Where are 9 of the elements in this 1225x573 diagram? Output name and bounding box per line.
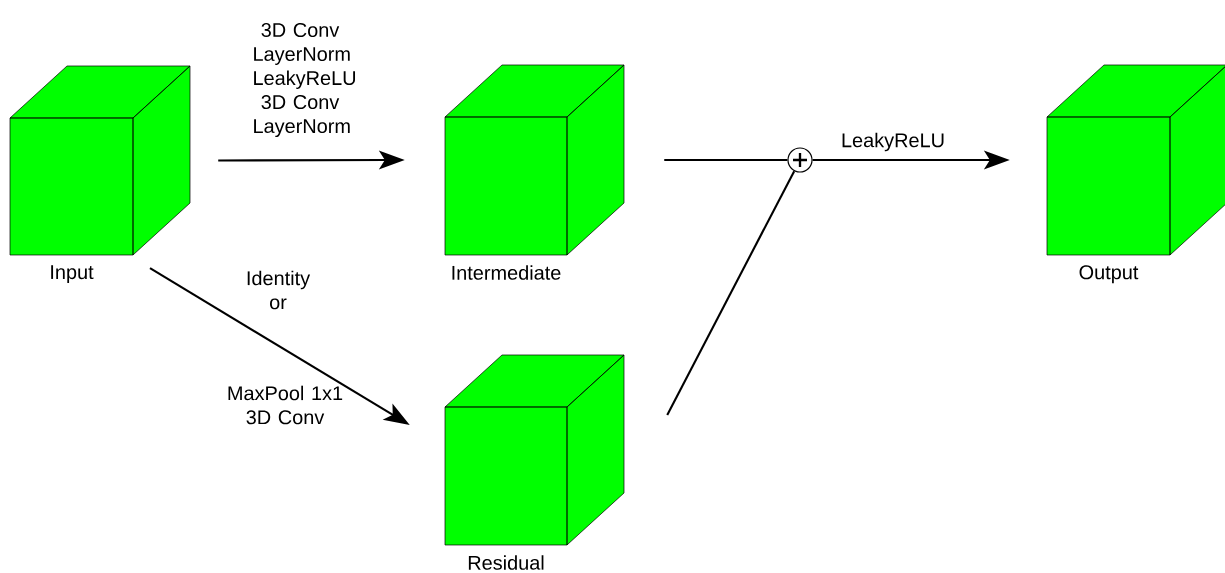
edge-label: 3D Conv LayerNorm LeakyReLU 3D Conv LayerNorm	[254, 22, 355, 138]
edge-label: LeakyReLU	[842, 132, 944, 152]
sum-circle	[787, 147, 813, 173]
cube: Residual	[444, 354, 625, 570]
cube: Input	[9, 65, 191, 284]
cube: Output	[1046, 64, 1225, 284]
cube: Intermediate	[444, 64, 625, 280]
edge-label: Identity or	[247, 270, 311, 310]
operation-label: MaxPool 1x1 3D Conv	[228, 385, 343, 425]
